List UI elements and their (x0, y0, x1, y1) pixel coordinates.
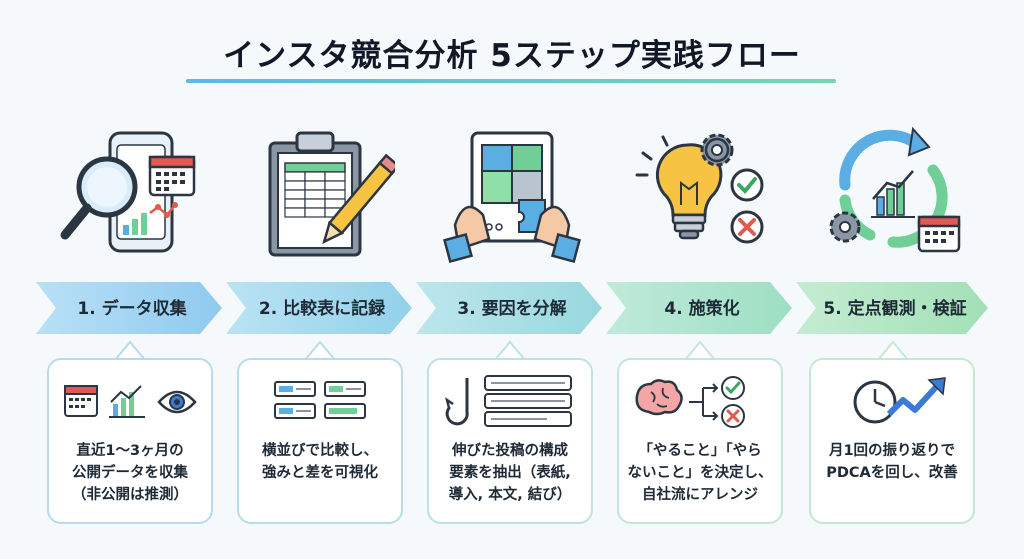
card-2-notch (305, 340, 335, 360)
step-arrows (36, 282, 988, 334)
hook-icon (445, 378, 469, 426)
pencil-icon (322, 153, 401, 245)
step-3-icon (437, 115, 587, 265)
cross-icon (721, 404, 745, 428)
check-icon (730, 168, 764, 202)
step-2-icon (245, 115, 401, 265)
puzzle-post-icon (470, 131, 554, 243)
step-1-description: 直近1〜3ヶ月の 公開データを収集 （非公開は推測） (72, 443, 188, 503)
step-4-icon (625, 115, 775, 265)
trend-arrow-icon (886, 377, 946, 417)
step-5-card-icons (853, 377, 946, 424)
clock-icon (853, 380, 897, 424)
step-5-description: 月1回の振り返りで PDCAを回し、改善 (826, 443, 958, 481)
arrow-step-4 (606, 282, 792, 334)
card-1-notch (115, 340, 145, 360)
step-3-card-icons (445, 375, 572, 427)
step-4-card-icons (635, 376, 745, 428)
bar-chart-icon (871, 170, 915, 218)
check-icon (721, 376, 745, 400)
text-lines-icon (484, 375, 572, 427)
arrow-step-1 (36, 282, 222, 334)
gear-icon (829, 211, 861, 243)
arrow-step-2 (226, 282, 412, 334)
step-2-card: 横並びで比較し、 強みと差を可視化 (237, 358, 403, 524)
calendar-icon (148, 155, 196, 197)
step-4-card: 「やること」「やら ないこと」を決定し、 自社流にアレンジ (617, 358, 783, 524)
brain-icon (635, 379, 683, 416)
calendar-icon (917, 215, 961, 253)
eye-icon (157, 390, 197, 414)
step-icons-row (0, 115, 1024, 265)
step-1-card-icons (64, 385, 197, 418)
step-1-icon (55, 115, 205, 265)
hands-icon (442, 205, 582, 264)
step-3-card: 伸びた投稿の構成 要素を抽出（表紙, 導入, 本文, 結び） (427, 358, 593, 524)
step-1-card: 直近1〜3ヶ月の 公開データを収集 （非公開は推測） (47, 358, 213, 524)
step-3-description: 伸びた投稿の構成 要素を抽出（表紙, 導入, 本文, 結び） (448, 443, 572, 503)
step-5-label: 5. 定点観測・検証 (823, 299, 967, 319)
step-5-card: 月1回の振り返りで PDCAを回し、改善 (809, 358, 975, 524)
card-3-notch (495, 340, 525, 360)
arrow-step-3 (416, 282, 602, 334)
card-4-notch (685, 340, 715, 360)
bar-chart-icon (123, 202, 178, 235)
title-underline (186, 79, 836, 83)
magnifier-icon (60, 156, 138, 240)
arrow-step-5 (796, 282, 988, 334)
step-2-label: 2. 比較表に記録 (258, 299, 386, 319)
page-title: インスタ競合分析 5ステップ実践フロー (223, 38, 801, 74)
clipboard-table-icon (268, 131, 362, 257)
cross-icon (730, 210, 764, 244)
step-4-label: 4. 施策化 (664, 299, 740, 319)
step-2-description: 横並びで比較し、 強みと差を可視化 (262, 443, 378, 481)
step-3-label: 3. 要因を分解 (457, 299, 567, 319)
card-5-notch (878, 340, 908, 360)
step-1-label: 1. データ収集 (77, 299, 187, 319)
comparison-list-icon (274, 381, 366, 419)
chart-icon (109, 385, 145, 418)
lightbulb-icon (635, 135, 723, 240)
step-4-description: 「やること」「やら ないこと」を決定し、 自社流にアレンジ (627, 443, 773, 503)
calendar-icon (64, 385, 98, 417)
step-5-icon (815, 115, 965, 265)
branch-icon (689, 383, 719, 421)
gear-icon (700, 133, 734, 167)
